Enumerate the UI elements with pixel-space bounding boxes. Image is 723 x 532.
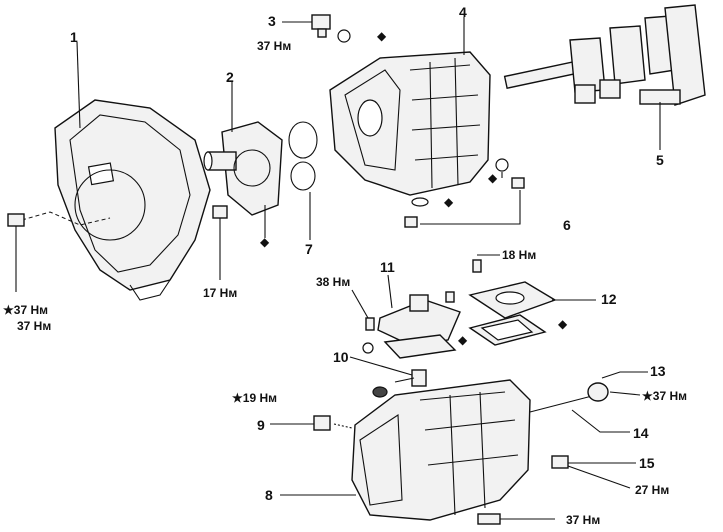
torque-15: 27 Нм (635, 483, 670, 497)
callout-8: 8 (265, 487, 273, 503)
bolt-left (7, 213, 25, 227)
torque-13-value: 37 Нм (652, 389, 687, 403)
torque-3: 37 Нм (257, 39, 292, 53)
callout-6: 6 (563, 217, 571, 233)
plug-9 (313, 415, 331, 431)
bolt-38 (365, 317, 375, 331)
plug-10 (372, 386, 388, 398)
star-icon: ★ (3, 303, 14, 317)
callout-4: 4 (459, 4, 467, 20)
torque-19: ★19 Нм (232, 392, 277, 404)
torque-left-star-value: 37 Нм (13, 303, 48, 317)
callout-13: 13 (650, 363, 666, 379)
cover-plate (468, 281, 557, 346)
torque-13: ★37 Нм (642, 390, 687, 402)
callout-3: 3 (268, 13, 276, 29)
breather-fitting (311, 14, 351, 43)
star-icon: ★ (232, 391, 243, 405)
torque-left-starred: ★37 Нм (3, 304, 48, 316)
diamond-icon: ◆ (444, 195, 454, 209)
callout-7: 7 (305, 241, 313, 257)
torque-bottom: 37 Нм (566, 513, 601, 527)
callout-10: 10 (333, 349, 349, 365)
callout-15: 15 (639, 455, 655, 471)
bolt-18b (472, 259, 482, 273)
bolt-bottom (477, 513, 501, 525)
diamond-icon: ◆ (260, 235, 270, 249)
snap-rings (288, 121, 318, 191)
washer-6 (495, 158, 509, 172)
diamond-icon: ◆ (488, 171, 498, 185)
star-icon: ★ (642, 389, 653, 403)
bolt-path-left (21, 211, 111, 226)
bolt-6a (511, 177, 525, 189)
extension-housing (351, 379, 531, 521)
callout-9: 9 (257, 417, 265, 433)
shift-retainer (377, 294, 461, 359)
leader-1 (76, 41, 81, 129)
callout-2: 2 (226, 69, 234, 85)
callout-1: 1 (70, 29, 78, 45)
bolt-6b (404, 216, 418, 228)
torque-38: 38 Нм (316, 275, 351, 289)
callout-11: 11 (380, 259, 395, 275)
bolt-18a (445, 291, 455, 303)
bell-housing (54, 99, 211, 301)
diamond-icon: ◆ (377, 29, 387, 43)
diamond-icon: ◆ (558, 317, 568, 331)
bolt-17 (212, 205, 228, 219)
torque-17: 17 Нм (203, 286, 238, 300)
main-case (329, 51, 491, 196)
callout-5: 5 (656, 152, 664, 168)
shift-arm (394, 369, 427, 387)
torque-19-value: 19 Нм (242, 391, 277, 405)
fitting-15 (551, 455, 569, 469)
torque-18: 18 Нм (502, 248, 537, 262)
shift-rod (529, 382, 609, 413)
diamond-icon: ◆ (458, 333, 468, 347)
torque-left: 37 Нм (17, 319, 52, 333)
callout-12: 12 (601, 291, 617, 307)
bearing-retainer (203, 121, 283, 216)
callout-14: 14 (633, 425, 649, 441)
washer-6b (411, 197, 429, 207)
gear-train (503, 4, 706, 106)
